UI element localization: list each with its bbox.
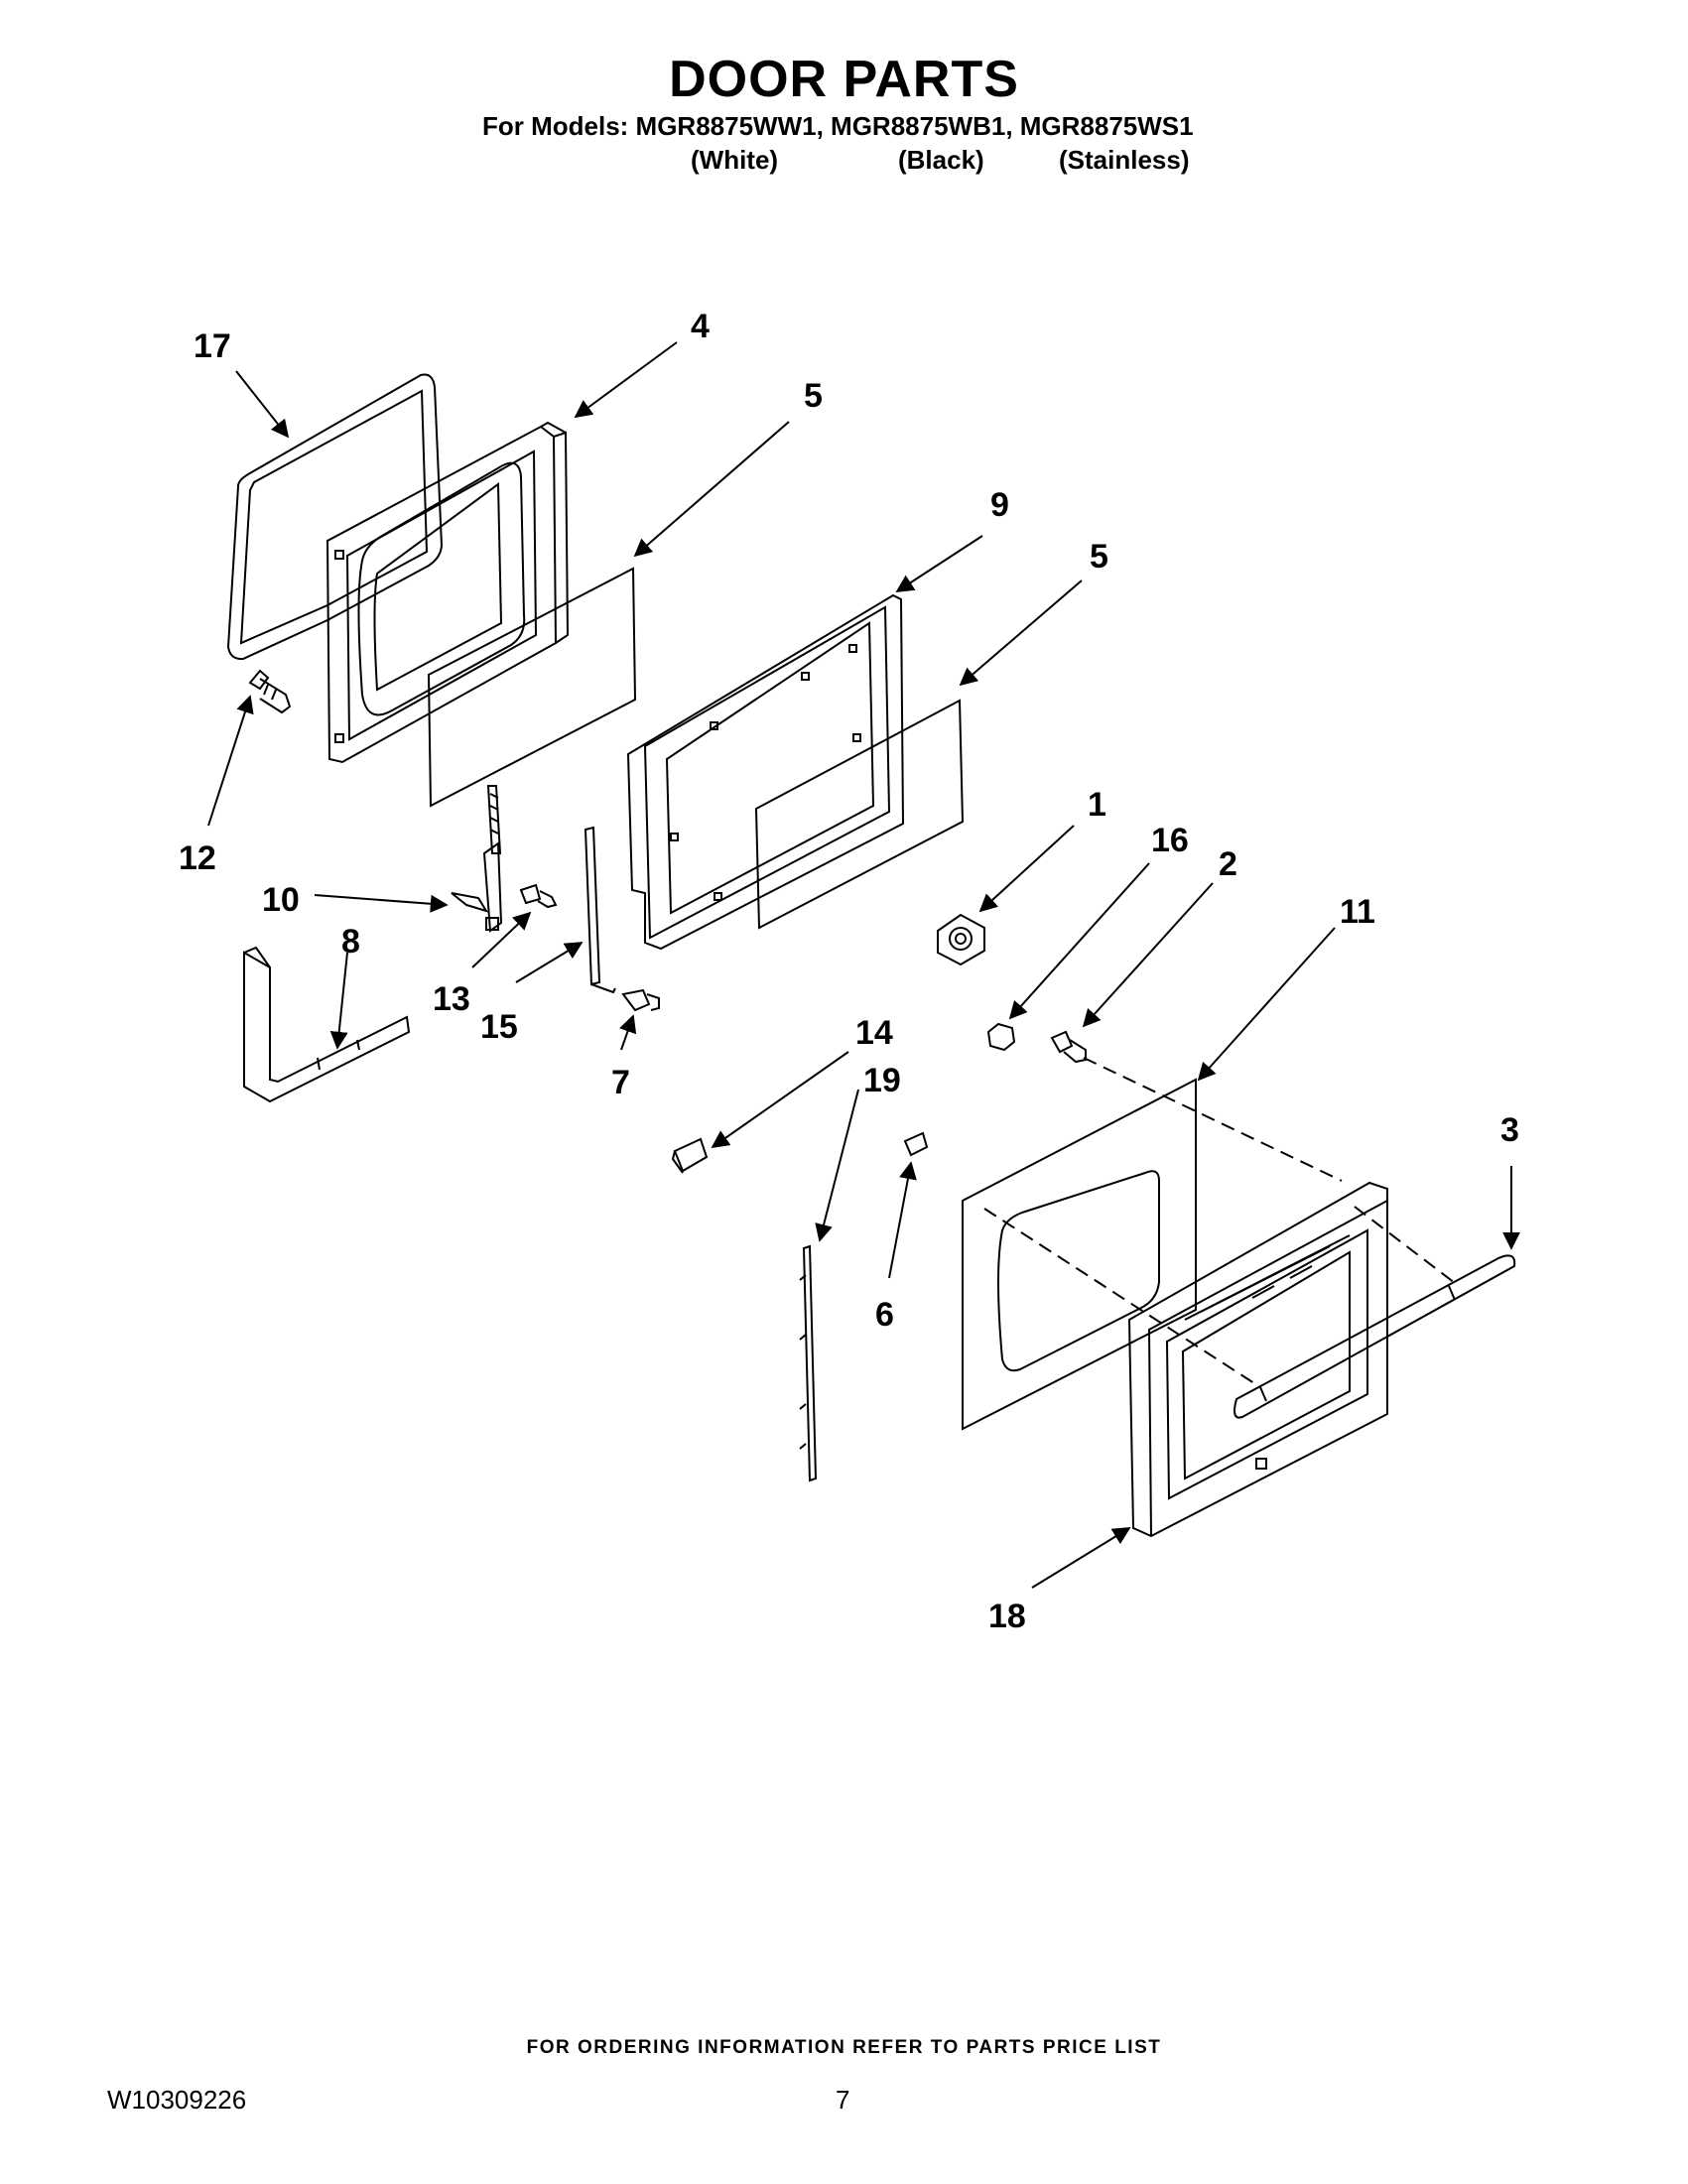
callout-17: 17 (194, 327, 231, 365)
callout-11: 11 (1340, 893, 1375, 931)
callout-5-lower: 5 (1090, 538, 1108, 576)
variant-black: (Black) (898, 145, 984, 175)
page-title: DOOR PARTS (669, 51, 1019, 108)
callout-19: 19 (863, 1062, 901, 1099)
callout-12: 12 (179, 839, 216, 877)
ordering-note: FOR ORDERING INFORMATION REFER TO PARTS … (526, 2037, 1162, 2058)
callout-numbers: 17 4 5 9 5 12 10 1 16 2 11 8 13 15 7 14 … (179, 308, 1519, 1635)
part-13-screw (519, 883, 558, 909)
part-16-nut (986, 1022, 1016, 1052)
callout-2: 2 (1219, 845, 1237, 883)
callout-9: 9 (990, 486, 1009, 524)
callout-4: 4 (691, 308, 710, 345)
document-number: W10309226 (107, 2085, 247, 2115)
variant-white: (White) (691, 145, 779, 175)
assembly-guide-lines (983, 1057, 1460, 1388)
part-11-outer-glass (962, 1078, 1197, 1431)
part-9-glass-frame (626, 593, 905, 951)
part-17-gasket (226, 373, 444, 661)
part-3-handle (1234, 1254, 1516, 1419)
part-1-bezel (937, 913, 985, 966)
callout-10: 10 (262, 881, 300, 919)
callout-1: 1 (1088, 786, 1106, 824)
callout-8: 8 (341, 923, 360, 961)
part-10-hinge (451, 785, 503, 933)
part-5-glass-lower (754, 699, 965, 930)
callout-5-upper: 5 (804, 377, 823, 415)
leader-lines (207, 341, 1520, 1589)
callout-14: 14 (855, 1014, 893, 1052)
callout-3: 3 (1500, 1111, 1519, 1149)
callout-16: 16 (1151, 822, 1189, 859)
part-18-outer-door (1127, 1181, 1388, 1538)
part-15-bracket (584, 826, 616, 994)
part-5-glass-upper (427, 567, 637, 808)
callout-6: 6 (875, 1296, 894, 1334)
part-12-screw (248, 669, 292, 714)
part-19-strip (799, 1244, 818, 1482)
part-2-screw (1050, 1030, 1087, 1064)
part-4-inner-door (325, 421, 570, 764)
part-8-seal (243, 946, 411, 1103)
callout-13: 13 (433, 980, 470, 1018)
page-number: 7 (836, 2085, 850, 2115)
models-line: For Models: MGR8875WW1, MGR8875WB1, MGR8… (482, 111, 1194, 141)
part-14-clip (671, 1137, 709, 1174)
part-6-pad (903, 1131, 929, 1157)
callout-7: 7 (611, 1064, 630, 1101)
part-7-screw (621, 988, 660, 1012)
callout-15: 15 (480, 1008, 518, 1046)
variant-stainless: (Stainless) (1059, 145, 1190, 175)
callout-18: 18 (988, 1598, 1026, 1635)
